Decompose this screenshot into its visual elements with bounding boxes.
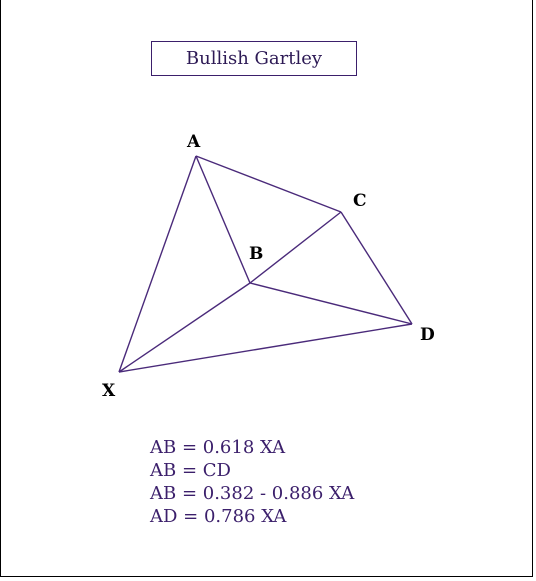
point-label-b: B <box>249 244 264 264</box>
formula-line: AB = 0.382 - 0.886 XA <box>150 483 355 504</box>
diagram-title: Bullish Gartley <box>151 41 357 76</box>
ratio-formulas: AB = 0.618 XA AB = CD AB = 0.382 - 0.886… <box>150 436 354 528</box>
edge-a-b <box>195 155 251 284</box>
edge-c-d <box>340 211 413 325</box>
edge-a-c <box>195 155 342 213</box>
edge-x-d <box>118 323 413 373</box>
edge-b-c <box>249 211 342 284</box>
edge-b-d <box>249 282 413 325</box>
diagram-title-text: Bullish Gartley <box>185 48 323 69</box>
point-label-d: D <box>420 325 435 345</box>
edge-x-b <box>118 282 251 373</box>
point-label-x: X <box>102 381 116 401</box>
formula-line: AB = 0.618 XA <box>150 437 286 458</box>
point-label-c: C <box>353 191 367 211</box>
point-label-a: A <box>187 132 201 152</box>
edge-x-a <box>118 155 197 373</box>
formula-line: AD = 0.786 XA <box>150 506 287 527</box>
formula-line: AB = CD <box>150 460 231 481</box>
